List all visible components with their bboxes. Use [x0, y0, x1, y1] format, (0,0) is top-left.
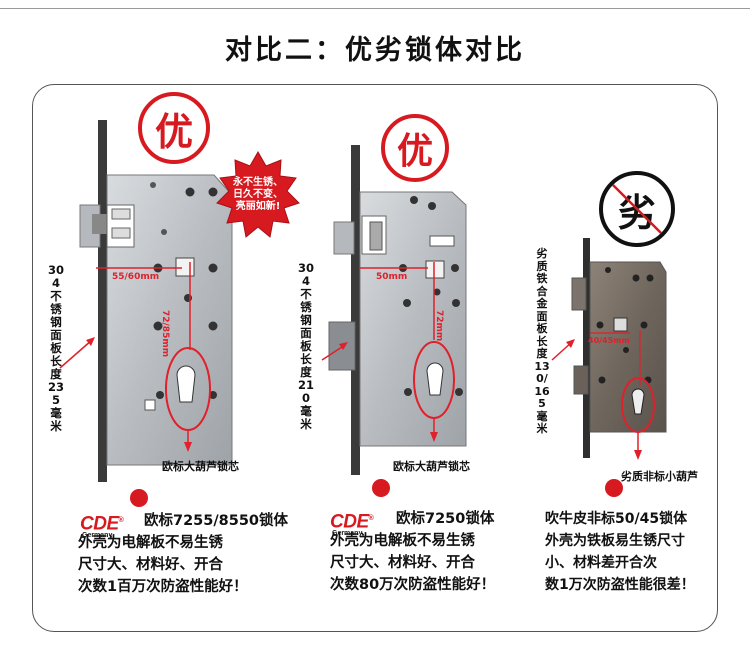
dim-vertical-2: 72mm — [434, 310, 444, 342]
model-line-1: 欧标7255/8550锁体 — [144, 513, 289, 529]
product-description-1: 欧标7255/8550锁体 外壳为电解板不易生锈 尺寸大、材料好、开合 次数1百… — [78, 510, 288, 598]
dim-horizontal-1: 55/60mm — [112, 272, 160, 282]
core-label-1: 欧标大葫芦锁芯 — [162, 460, 239, 473]
brand-logo-1: CDE® Germany — [80, 513, 124, 540]
case-3 — [589, 261, 667, 433]
brand-logo-2: CDE® Germany — [330, 511, 374, 538]
core-label-2: 欧标大葫芦锁芯 — [393, 460, 470, 473]
lock-body-1 — [79, 120, 233, 482]
product-description-2: 欧标7250锁体 外壳为电解板不易生锈 尺寸大、材料好、开合 次数80万次防盗性… — [330, 508, 495, 596]
model-line-3: 吹牛皮非标50/45锁体 — [545, 511, 688, 527]
red-dot-1 — [130, 489, 148, 507]
case-1 — [106, 174, 233, 466]
panel-length-label-3: 劣质铁合金面板长度130/165毫米 — [534, 247, 550, 435]
faceplate-3 — [583, 238, 590, 458]
dim-horizontal-2: 50mm — [376, 272, 408, 282]
comparison-frame — [32, 84, 718, 632]
strike-icon — [606, 178, 668, 240]
model-line-2: 欧标7250锁体 — [396, 511, 495, 527]
good-stamp-2: 优 — [381, 114, 449, 182]
bad-stamp: 劣 — [599, 171, 675, 247]
panel-length-label-1: 304不锈钢面板长度235毫米 — [47, 263, 64, 433]
top-divider — [0, 8, 750, 9]
panel-length-label-2: 304不锈钢面板长度210毫米 — [297, 261, 314, 431]
burst-text: 永不生锈、 日久不变、 亮丽如新! — [233, 177, 283, 212]
burst-badge — [216, 150, 300, 238]
faceplate-2 — [351, 145, 360, 475]
core-label-3: 劣质非标小葫芦 — [621, 470, 698, 483]
deadbolt-2 — [328, 321, 356, 371]
lock-body-3 — [571, 238, 667, 458]
page-title: 对比二：优劣锁体对比 — [225, 35, 525, 66]
dim-horizontal-3: 40/45mm — [588, 336, 630, 345]
lock-body-2 — [328, 145, 467, 475]
latch-bolt-3 — [571, 277, 587, 311]
dim-vertical-1: 72/85mm — [160, 310, 170, 358]
faceplate-1 — [98, 120, 107, 482]
product-description-3: 吹牛皮非标50/45锁体 外壳为铁板易生锈尺寸 小、材料差开合次 数1万次防盗性… — [545, 508, 695, 596]
good-stamp-1: 优 — [138, 92, 210, 164]
red-dot-2 — [372, 479, 390, 497]
latch-bolt-2 — [333, 221, 355, 255]
red-dot-3 — [605, 479, 623, 497]
